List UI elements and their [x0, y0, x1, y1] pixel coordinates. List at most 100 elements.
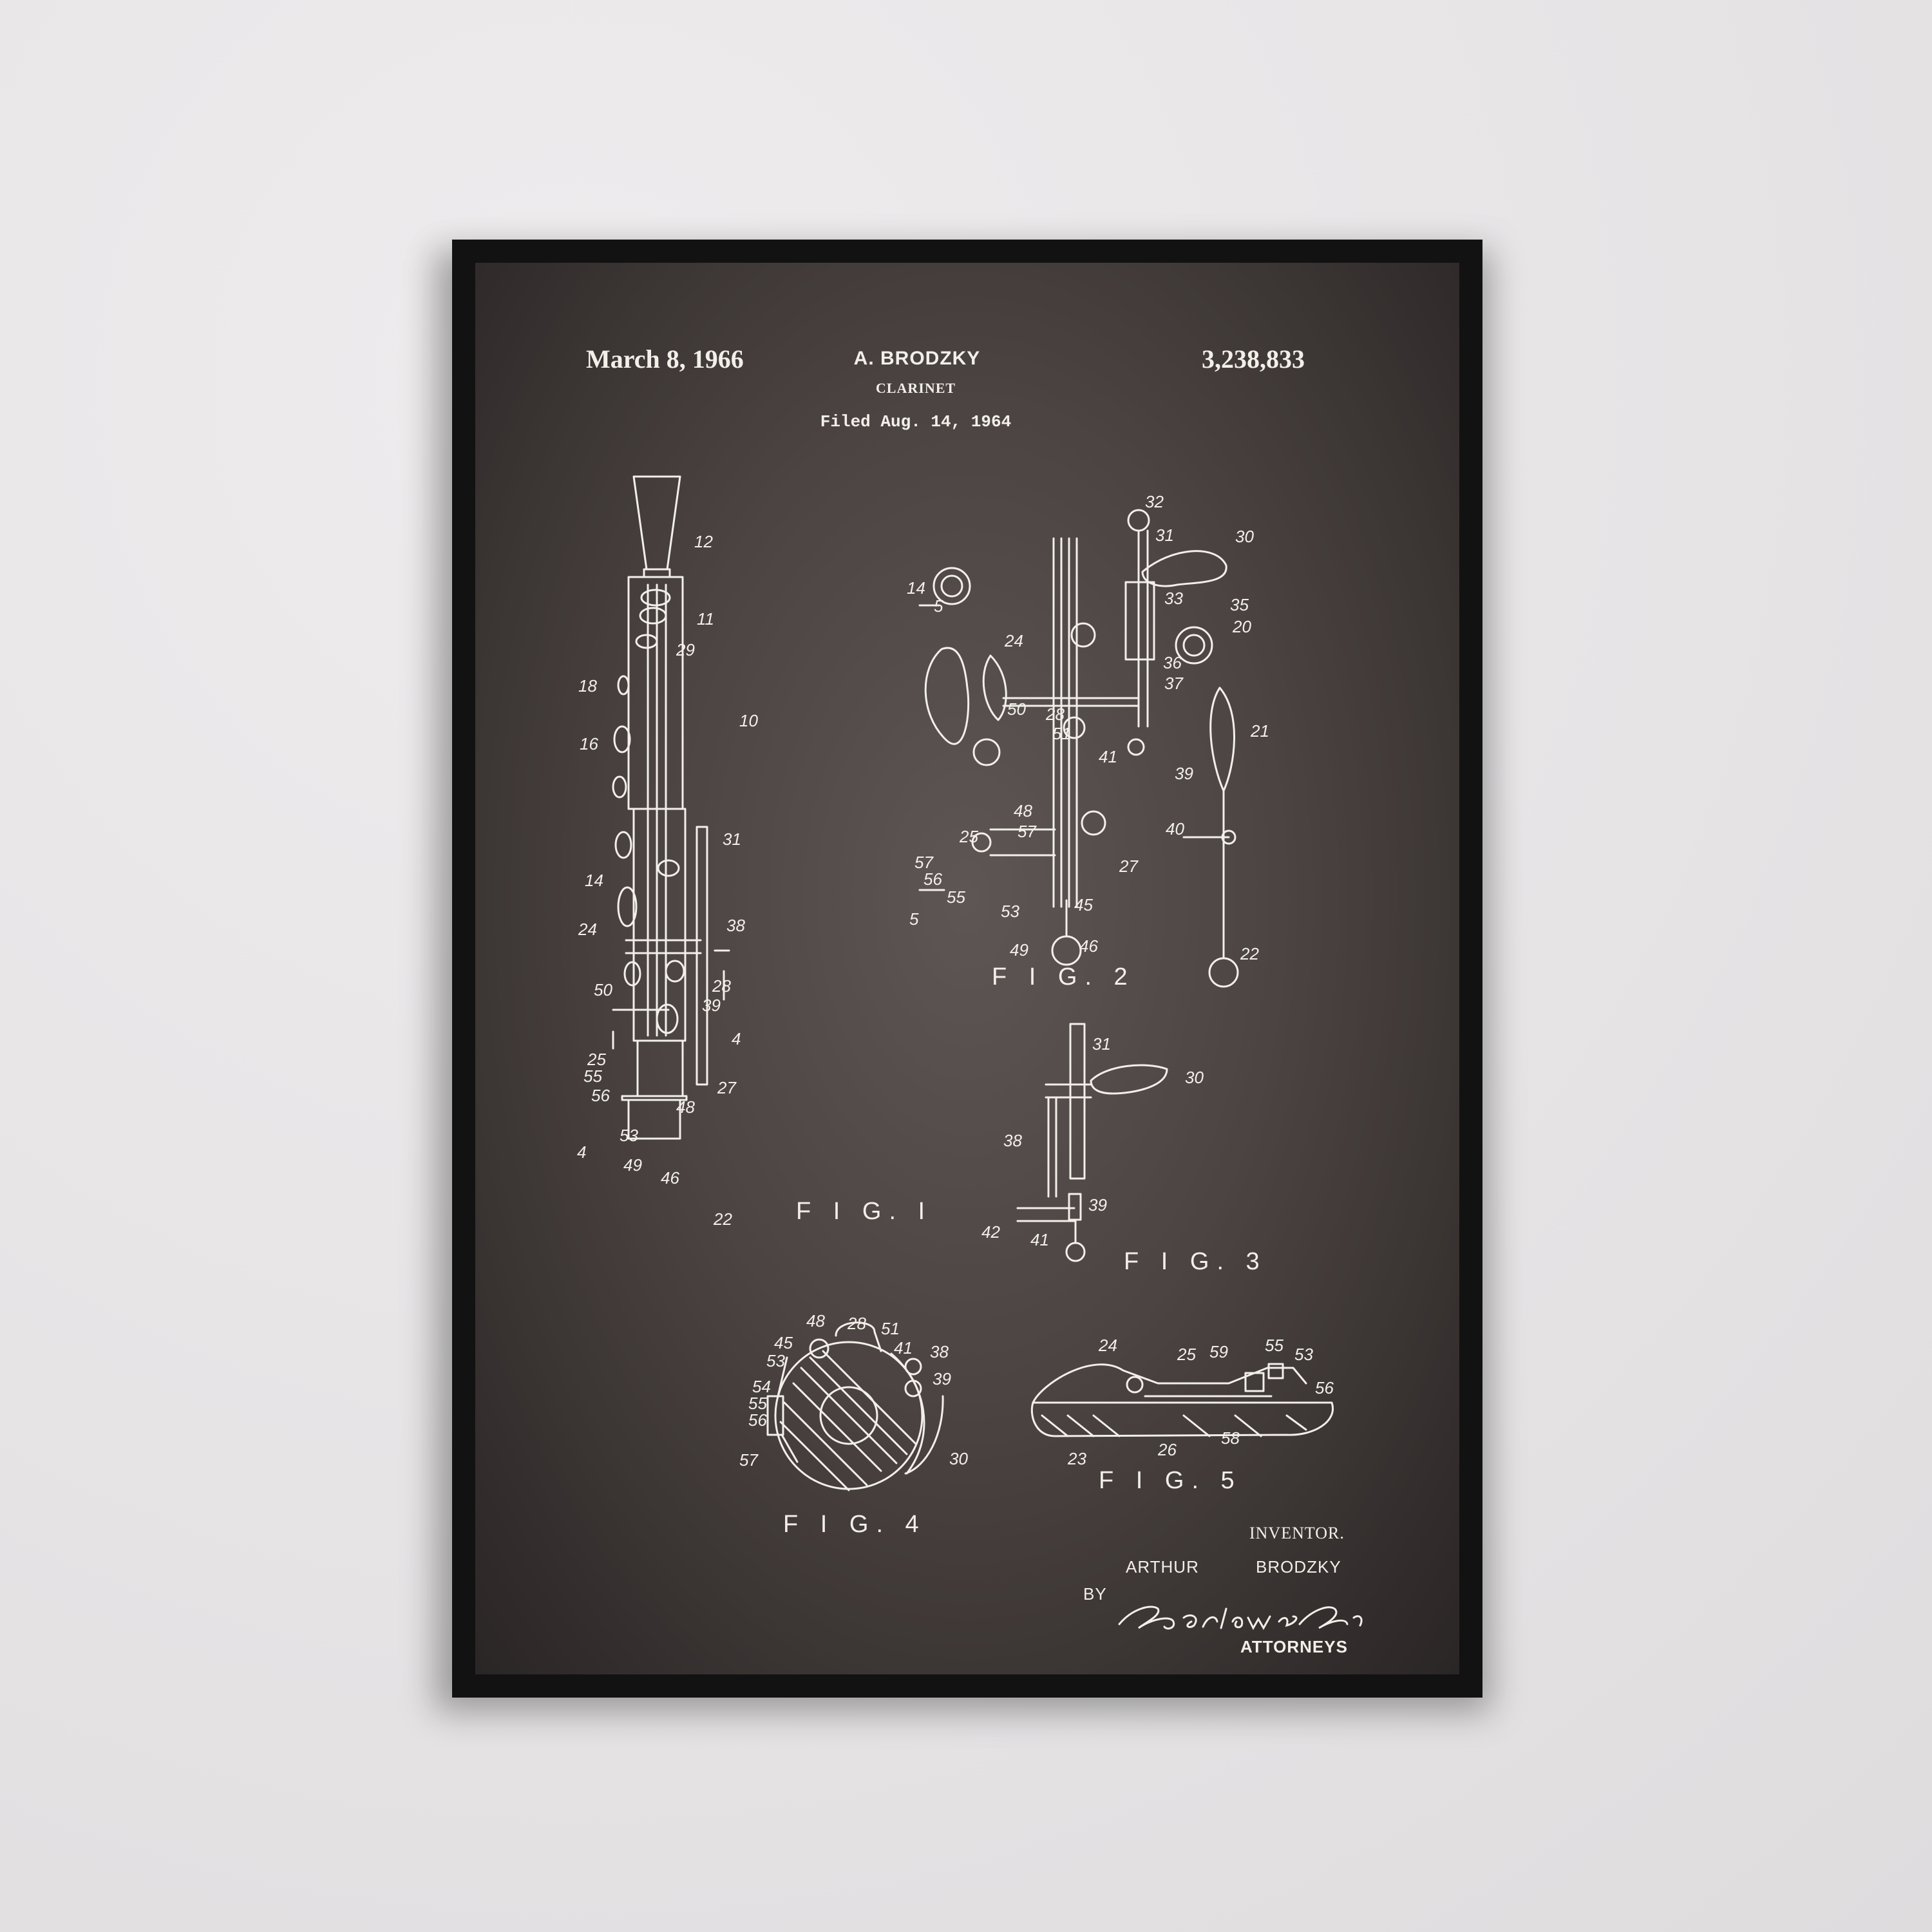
- ref-numeral: 59: [1209, 1342, 1228, 1361]
- ref-numeral: 22: [1240, 944, 1259, 963]
- ref-numeral: 39: [702, 996, 721, 1015]
- ref-numeral: 20: [1232, 617, 1251, 636]
- ref-numeral: 5: [909, 909, 919, 929]
- ref-numeral: 38: [726, 916, 745, 935]
- by-label: BY: [1083, 1584, 1107, 1604]
- ref-numeral: 56: [591, 1086, 610, 1105]
- ref-numeral: 24: [578, 920, 597, 939]
- ref-numeral: 57: [1018, 822, 1037, 841]
- ref-numeral: 46: [1079, 936, 1098, 956]
- ref-numeral: 27: [1119, 857, 1139, 876]
- fig3-label: F I G. 3: [1124, 1248, 1267, 1275]
- ref-numeral: 11: [697, 609, 714, 629]
- ref-numeral: 23: [1067, 1449, 1086, 1468]
- ref-numeral: 31: [1092, 1034, 1111, 1054]
- filed-date: Filed Aug. 14, 1964: [820, 412, 1012, 431]
- ref-numeral: 4: [732, 1029, 741, 1048]
- ref-numeral: 39: [1088, 1195, 1107, 1215]
- patent-poster: March 8, 1966 A. BRODZKY 3,238,833 CLARI…: [475, 263, 1459, 1674]
- fig5-pad-detail: [1030, 1363, 1334, 1437]
- ref-numeral: 27: [717, 1078, 737, 1097]
- ref-numeral: 42: [981, 1222, 1000, 1242]
- fig2-key-mechanism: [918, 509, 1239, 988]
- ref-numeral: 4: [577, 1142, 586, 1162]
- ref-numeral: 56: [748, 1410, 767, 1430]
- ref-numeral: 39: [933, 1369, 951, 1388]
- ref-numeral: 50: [1007, 699, 1026, 719]
- ref-numeral: 53: [620, 1126, 638, 1145]
- fig3-lever: [1016, 1023, 1168, 1262]
- ref-numeral: 35: [1230, 595, 1249, 614]
- fig4-cross-section: [766, 1321, 944, 1492]
- ref-numeral: 56: [1315, 1378, 1334, 1397]
- ref-numeral: 24: [1004, 631, 1023, 650]
- patent-date: March 8, 1966: [586, 345, 744, 374]
- ref-numeral: 25: [587, 1050, 606, 1069]
- ref-numeral: 57: [914, 853, 934, 872]
- fig5-label: F I G. 5: [1099, 1467, 1242, 1494]
- ref-numeral: 53: [766, 1351, 785, 1370]
- attorney-signature: [1118, 1605, 1363, 1631]
- inventor-first-name: ARTHUR: [1126, 1557, 1199, 1577]
- ref-numeral: 51: [1052, 724, 1071, 743]
- ref-numeral: 28: [847, 1314, 866, 1333]
- ref-numeral: 48: [676, 1097, 695, 1117]
- patent-drawing: 12 11 29 18 16 10 31 14 38 24 50 28 39 4…: [577, 475, 1334, 1492]
- ref-numeral: 25: [1177, 1345, 1196, 1364]
- ref-numeral: 51: [881, 1319, 900, 1338]
- ref-numeral: 33: [1164, 589, 1183, 608]
- fig4-label: F I G. 4: [783, 1511, 927, 1538]
- inventor-label: INVENTOR.: [1249, 1524, 1345, 1542]
- ref-numeral: 41: [894, 1338, 913, 1358]
- ref-numeral: 12: [694, 532, 713, 551]
- ref-numeral: 16: [580, 734, 598, 753]
- inventor-header: A. BRODZKY: [853, 348, 981, 369]
- ref-numeral: 54: [752, 1377, 771, 1396]
- fig4-ref-numerals: 48 28 51 45 41 38 53 39 54 55 56 57 30: [739, 1311, 968, 1470]
- ref-numeral: 21: [1250, 721, 1269, 741]
- ref-numeral: 55: [947, 887, 965, 907]
- ref-numeral: 58: [1221, 1428, 1240, 1448]
- ref-numeral: 53: [1294, 1345, 1313, 1364]
- patent-title: CLARINET: [875, 380, 956, 396]
- ref-numeral: 39: [1175, 764, 1193, 783]
- ref-numeral: 53: [1001, 902, 1019, 921]
- ref-numeral: 55: [748, 1394, 767, 1413]
- ref-numeral: 55: [583, 1066, 602, 1086]
- fig5-ref-numerals: 24 25 59 55 53 56 23 26 58: [1067, 1336, 1334, 1468]
- ref-numeral: 30: [1235, 527, 1254, 546]
- ref-numeral: 30: [949, 1449, 968, 1468]
- ref-numeral: 31: [723, 829, 741, 849]
- fig1-ref-numerals: 12 11 29 18 16 10 31 14 38 24 50 28 39 4…: [577, 532, 758, 1229]
- ref-numeral: 37: [1164, 674, 1184, 693]
- ref-numeral: 29: [676, 640, 695, 659]
- ref-numeral: 45: [1074, 895, 1093, 914]
- inventor-last-name: BRODZKY: [1256, 1557, 1341, 1577]
- ref-numeral: 18: [578, 676, 597, 696]
- ref-numeral: 36: [1163, 653, 1182, 672]
- ref-numeral: 14: [907, 578, 925, 598]
- ref-numeral: 28: [712, 976, 731, 996]
- ref-numeral: 14: [585, 871, 603, 890]
- ref-numeral: 48: [1014, 801, 1032, 820]
- fig2-ref-numerals: 32 31 30 14 33 35 20 5 24 36 37 50 28 51…: [907, 492, 1269, 963]
- fig1-clarinet: [612, 475, 730, 1140]
- ref-numeral: 10: [739, 711, 758, 730]
- ref-numeral: 24: [1098, 1336, 1117, 1355]
- ref-numeral: 25: [959, 827, 978, 846]
- ref-numeral: 50: [594, 980, 612, 999]
- ref-numeral: 56: [923, 869, 942, 889]
- ref-numeral: 41: [1030, 1230, 1049, 1249]
- ref-numeral: 5: [934, 596, 943, 616]
- fig1-label: F I G. I: [796, 1198, 933, 1225]
- ref-numeral: 30: [1185, 1068, 1204, 1087]
- ref-numeral: 49: [1010, 940, 1028, 960]
- ref-numeral: 40: [1166, 819, 1184, 838]
- poster-frame: March 8, 1966 A. BRODZKY 3,238,833 CLARI…: [452, 240, 1482, 1698]
- ref-numeral: 49: [623, 1155, 642, 1175]
- ref-numeral: 22: [713, 1209, 732, 1229]
- ref-numeral: 32: [1145, 492, 1164, 511]
- attorneys-label: ATTORNEYS: [1240, 1637, 1348, 1656]
- fig2-label: F I G. 2: [992, 963, 1135, 990]
- ref-numeral: 26: [1157, 1440, 1177, 1459]
